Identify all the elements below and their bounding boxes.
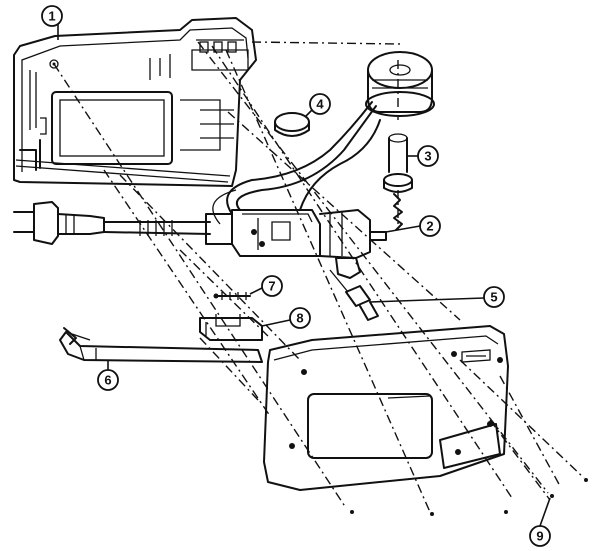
callout-3-label: 3 bbox=[424, 149, 431, 164]
callout-8-label: 8 bbox=[296, 311, 303, 326]
callout-9: 9 bbox=[529, 497, 551, 547]
callout-4-label: 4 bbox=[316, 97, 324, 112]
pin-part bbox=[213, 292, 251, 300]
plunger-part bbox=[383, 133, 413, 231]
callout-1: 1 bbox=[41, 5, 63, 40]
blade-rail-part bbox=[59, 327, 263, 363]
callout-7-label: 7 bbox=[268, 279, 275, 294]
callout-7: 7 bbox=[249, 275, 283, 297]
bracket-part bbox=[199, 314, 263, 341]
callout-8: 8 bbox=[261, 307, 311, 329]
spool-coil-part bbox=[365, 51, 435, 117]
small-tip-part bbox=[329, 269, 379, 321]
callout-9-label: 9 bbox=[536, 529, 543, 544]
cap-disc-part bbox=[274, 112, 310, 137]
right-housing-part bbox=[263, 325, 509, 491]
left-housing-part bbox=[13, 17, 257, 187]
screw-points bbox=[350, 478, 588, 516]
callout-4: 4 bbox=[305, 93, 331, 117]
callout-3: 3 bbox=[407, 145, 439, 167]
callout-2: 2 bbox=[385, 215, 441, 237]
callout-6: 6 bbox=[97, 360, 119, 391]
callout-6-label: 6 bbox=[104, 373, 111, 388]
callout-1-label: 1 bbox=[48, 9, 55, 24]
motor-switch-assembly-part bbox=[13, 101, 387, 279]
callout-5-label: 5 bbox=[490, 290, 497, 305]
callout-5: 5 bbox=[369, 286, 505, 308]
callout-2-label: 2 bbox=[426, 219, 433, 234]
